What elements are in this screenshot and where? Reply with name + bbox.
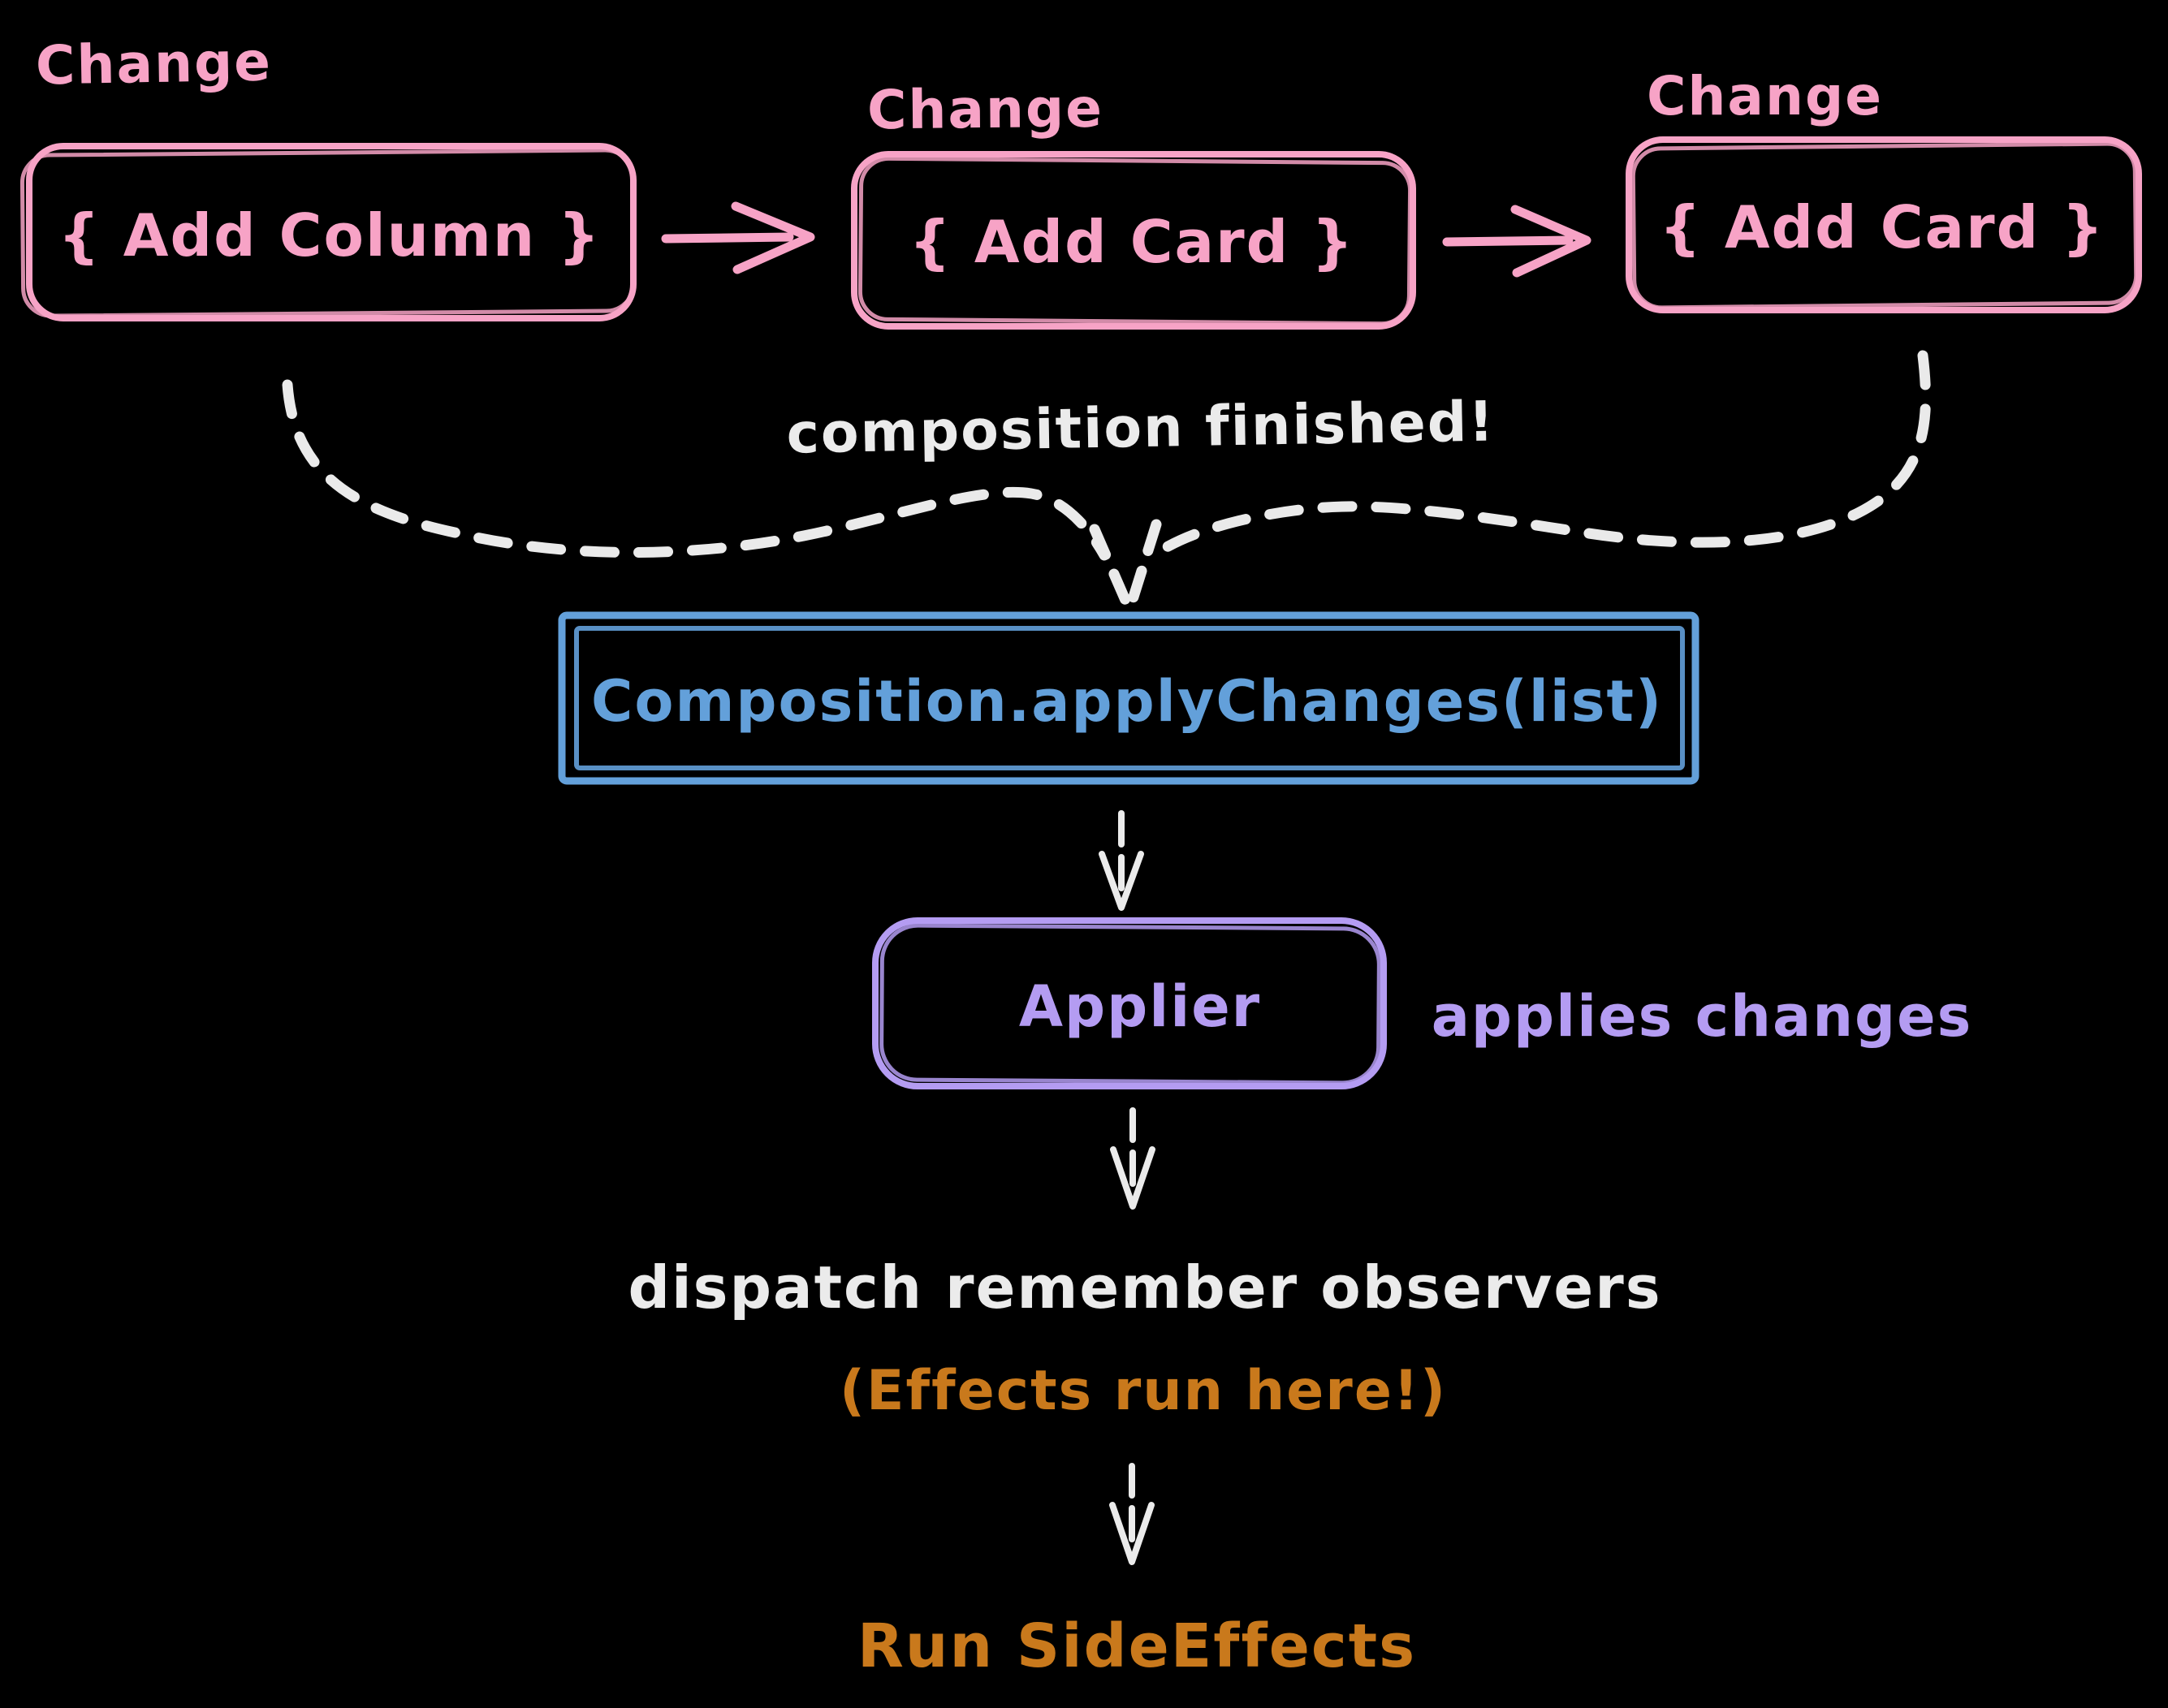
change-label-2: Change	[866, 76, 1104, 142]
change-box-2-text: { Add Card }	[909, 208, 1355, 276]
composition-finished-note: composition finished!	[785, 390, 1496, 467]
applier-box-text: Applier	[1018, 973, 1262, 1040]
arrow-down-icon	[1110, 1107, 1155, 1210]
applier-note: applies changes	[1431, 983, 1973, 1050]
change-box-1-outline	[19, 143, 637, 321]
change-label-1: Change	[35, 30, 273, 97]
dashed-arrow-tip-icon	[1089, 519, 1162, 613]
change-label-3: Change	[1647, 65, 1883, 127]
change-box-2-outline	[851, 151, 1416, 330]
arrow-right-icon	[661, 201, 815, 274]
arrow-right-icon	[1442, 205, 1591, 278]
arrow-down-icon	[1109, 1463, 1155, 1565]
change-box-3-outline	[1626, 136, 2142, 313]
change-box-1-text: { Add Column }	[58, 201, 602, 270]
dispatch-observers-text: dispatch remember observers	[628, 1253, 1662, 1322]
dashed-connector-right	[1155, 350, 1931, 556]
run-side-effects-text: Run SideEffects	[857, 1611, 1417, 1681]
change-box-3-text: { Add Card }	[1659, 193, 2105, 261]
effects-run-here-note: (Effects run here!)	[839, 1359, 1448, 1423]
apply-changes-box-text: Composition.applyChanges(list)	[591, 668, 1663, 735]
apply-changes-box-outline	[558, 611, 1699, 785]
arrow-down-icon	[1099, 810, 1144, 911]
dashed-connector-left	[282, 379, 1110, 561]
applier-box-outline	[872, 917, 1387, 1089]
